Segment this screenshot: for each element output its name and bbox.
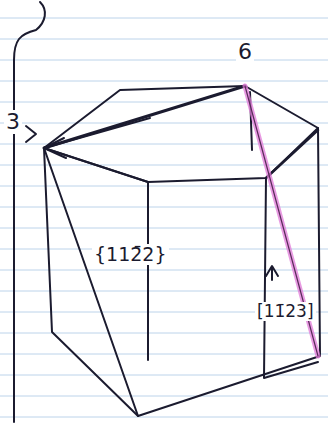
pointer-mark [26,126,36,142]
edge [44,86,245,148]
prism-outline [44,128,320,416]
direction-index: [11̄23] [255,302,316,321]
edge [266,130,318,178]
highlight-line-core [245,86,318,356]
highlight-line [245,86,318,356]
edge [44,148,138,416]
arrow-head [266,266,278,280]
margin-curve [14,2,45,422]
face-index: {112̄2} [92,244,169,265]
ruled-lines [0,18,328,417]
callout-number: 3 [4,110,22,134]
edge [264,178,318,378]
top-face [44,86,318,182]
crystal-outline [14,2,320,422]
edge [44,118,150,148]
callout-number: 6 [236,40,254,64]
edge [44,148,148,182]
edge [147,182,149,360]
